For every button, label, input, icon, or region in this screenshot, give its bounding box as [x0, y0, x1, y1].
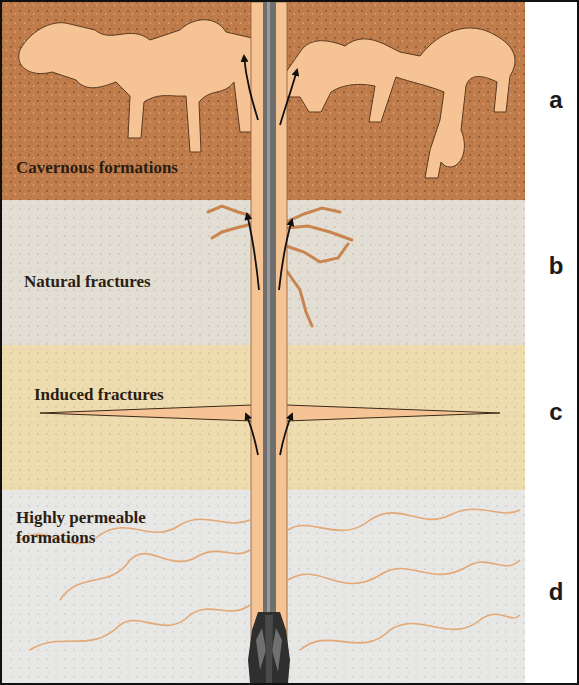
callout-letter: b: [549, 252, 564, 280]
caverns: [19, 20, 515, 178]
pore-line: [20, 519, 250, 543]
borehole: [251, 2, 287, 683]
fracture-texture: [2, 200, 525, 345]
flow-arrow: [247, 214, 259, 290]
formation-label: Cavernous formations: [16, 158, 276, 178]
induced-fracture-right: [286, 405, 500, 421]
callout-letter: a: [549, 86, 562, 114]
induced-texture: [2, 345, 525, 490]
permeable-texture: [2, 490, 525, 683]
flow-arrow: [280, 414, 292, 455]
callout-letter: c: [549, 398, 562, 426]
natural-fractures: [208, 206, 352, 326]
flow-arrow: [244, 56, 258, 120]
pore-line: [300, 614, 520, 650]
fracture-line: [212, 224, 252, 238]
fracture-line: [286, 244, 348, 262]
formation-label: Induced fractures: [34, 385, 254, 405]
formation-label: Natural fractures: [24, 272, 244, 292]
flow-arrow: [280, 70, 297, 125]
pore-line: [288, 560, 520, 584]
formation-band: Highly permeable formations: [2, 490, 525, 683]
fracture-line: [286, 226, 352, 240]
drill-bit: [248, 612, 290, 683]
flow-arrow: [246, 414, 258, 455]
bit-body: [265, 615, 273, 683]
fracture-line: [286, 208, 340, 222]
pore-line: [60, 550, 250, 600]
formation-band: Cavernous formations: [2, 2, 525, 200]
permeable-pores: [20, 509, 520, 650]
rock-texture: [2, 2, 525, 683]
fracture-line: [286, 270, 312, 326]
pore-line: [288, 509, 520, 530]
bit-cutters: [256, 628, 282, 672]
induced-fracture-left: [40, 405, 252, 421]
flow-arrow: [279, 220, 292, 290]
formation-label: Highly permeable formations: [16, 508, 181, 548]
flow-arrows: [244, 56, 297, 455]
callout-letter: d: [549, 578, 564, 606]
cavern-right: [286, 28, 515, 178]
cavern-texture: [2, 2, 525, 200]
formation-band: Natural fractures: [2, 200, 525, 345]
drill-pipe: [263, 2, 276, 612]
fracture-line: [208, 206, 252, 216]
cavern-left: [19, 20, 252, 152]
formation-band: Induced fractures: [2, 345, 525, 490]
wellbore: [248, 2, 290, 683]
pipe-highlight: [267, 2, 270, 612]
induced-fractures: [40, 405, 500, 421]
pore-line: [30, 605, 250, 650]
